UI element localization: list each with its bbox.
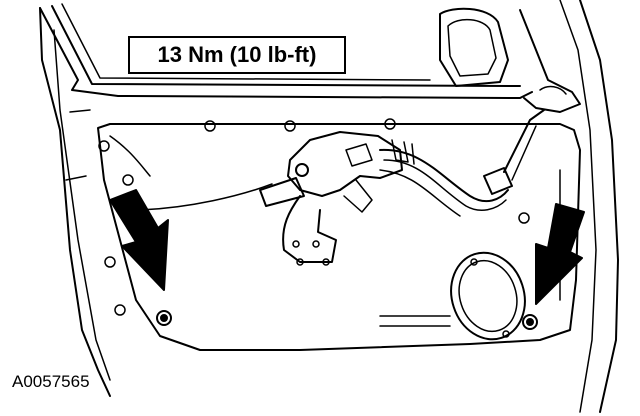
mirror-housing [440, 9, 580, 112]
figure-id-label: A0057565 [12, 372, 90, 391]
fastener-icon-right [523, 315, 537, 329]
window-regulator [260, 132, 402, 265]
torque-spec-label: 13 Nm (10 lb-ft) [128, 36, 346, 74]
speaker-icon [440, 243, 536, 349]
wiring-harness-icon [380, 110, 544, 216]
pointer-arrow-icon-left [110, 190, 168, 290]
pointer-arrow-icon-right [536, 204, 584, 304]
door-frame [40, 0, 618, 412]
fastener-icon-left [157, 311, 171, 325]
